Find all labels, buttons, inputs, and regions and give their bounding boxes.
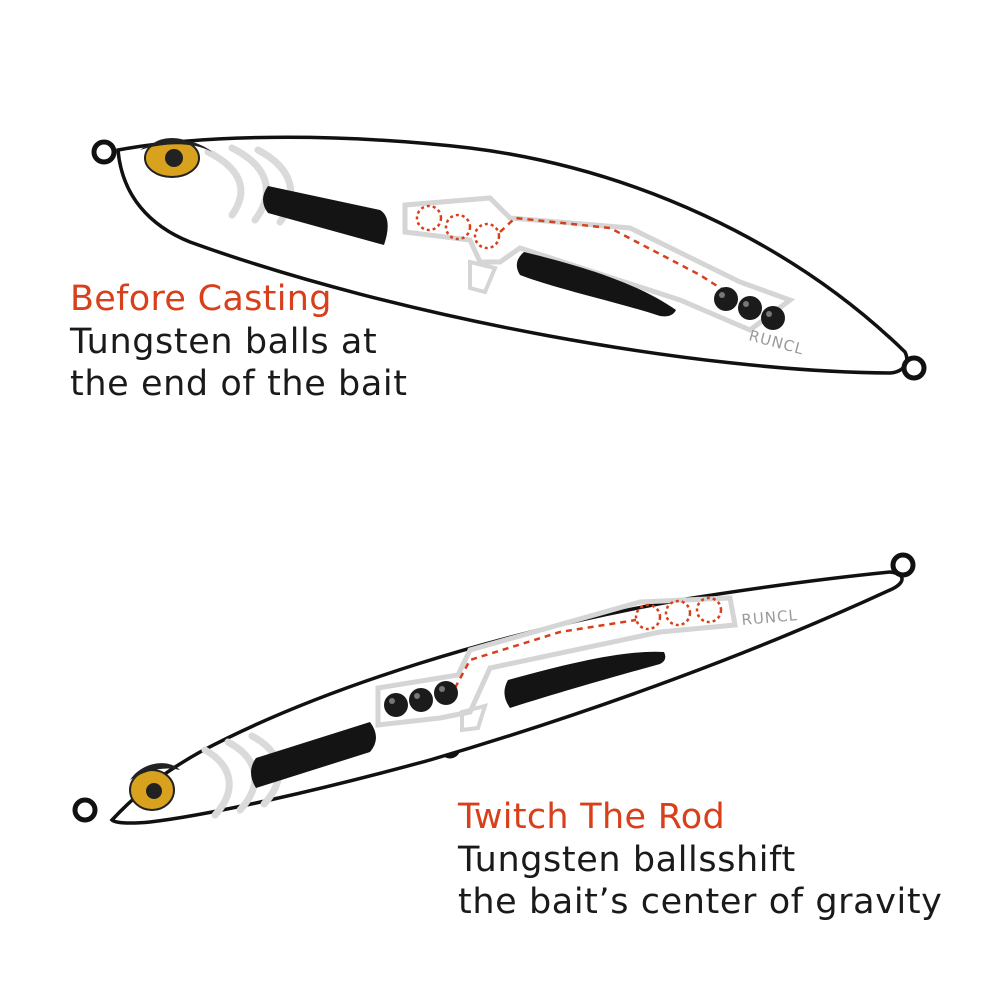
lure-twitch-the-rod: RUNCL [72,552,916,825]
internal-channel [375,595,738,728]
twitch-the-rod-line-2: the bait’s center of gravity [458,882,943,923]
empty-ball-positions [634,596,723,631]
internal-channel-lower [468,259,498,295]
side-stripe-front [251,722,376,788]
before-casting-caption: Before Casting Tungsten balls at the end… [70,278,408,406]
internal-channel-lower [460,703,489,733]
before-casting-line-1: Tungsten balls at [70,321,378,362]
lure-before-casting: RUNCL [91,135,927,381]
side-stripe-rear [516,252,676,317]
empty-ball-positions [415,204,501,250]
side-stripe-rear [504,651,666,708]
nose-line-tie [72,797,98,823]
tail-hook-eye [890,552,916,578]
twitch-the-rod-line-1: Tungsten ballsshift [458,839,796,880]
eye [129,763,180,811]
nose-line-tie [91,139,117,165]
before-casting-line-2: the end of the bait [70,364,408,405]
ball-travel-path [453,618,637,689]
eye [140,138,212,178]
before-casting-title: Before Casting [70,279,332,319]
tungsten-balls [384,681,458,717]
side-stripe-front [263,186,388,245]
tail-hook-eye [901,355,927,381]
ball-travel-path [499,216,729,295]
tungsten-balls [714,287,785,330]
brand-logo: RUNCL [741,606,799,629]
twitch-the-rod-title: Twitch The Rod [458,797,726,837]
twitch-the-rod-caption: Twitch The Rod Tungsten ballsshift the b… [458,796,942,924]
